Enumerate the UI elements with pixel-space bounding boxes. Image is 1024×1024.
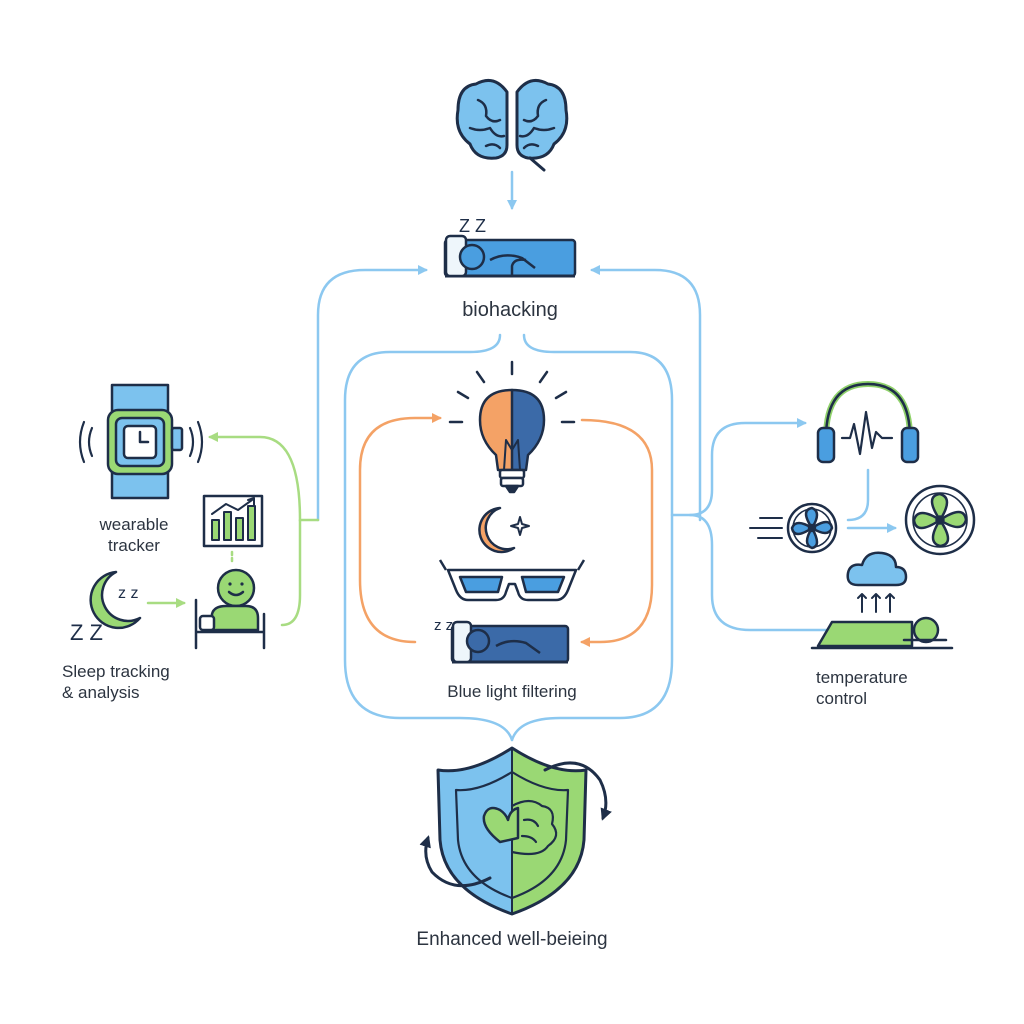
sleep-tracking-label-line1: Sleep tracking bbox=[62, 662, 170, 681]
line-to-sleep-tracking bbox=[280, 518, 302, 627]
blue-light-label: Blue light filtering bbox=[447, 682, 577, 701]
lying-person-icon bbox=[810, 616, 954, 650]
cloud-icon bbox=[846, 551, 908, 613]
fan-icon bbox=[749, 502, 838, 554]
headphones-to-fan bbox=[846, 468, 870, 522]
moon-star-icon bbox=[478, 506, 530, 554]
headphones-icon bbox=[816, 381, 920, 464]
inner-frame-right bbox=[510, 333, 674, 742]
temperature-label-line2: control bbox=[816, 689, 868, 709]
wearable-label-line1: wearable bbox=[99, 515, 169, 534]
outcome-label: Enhanced well-beieing bbox=[416, 929, 608, 950]
brain-icon bbox=[455, 78, 569, 172]
sleeping-person-icon bbox=[443, 234, 577, 278]
sleep-tracking-label: Sleep tracking & analysis bbox=[62, 661, 170, 704]
arrow-to-headphones bbox=[670, 418, 807, 517]
arrow-loop-to-bulb bbox=[358, 413, 442, 644]
heart-icon bbox=[482, 806, 520, 844]
hub-label: biohacking bbox=[462, 299, 558, 321]
person-in-bed-icon bbox=[194, 568, 266, 650]
arrow-loop-to-sleeper bbox=[580, 418, 654, 647]
arrow-to-temperature bbox=[688, 513, 840, 635]
sleep-zzz: Z Z bbox=[70, 620, 103, 645]
smartwatch-icon bbox=[78, 383, 204, 500]
connectors bbox=[146, 170, 897, 742]
bar-chart-icon bbox=[202, 494, 264, 548]
hub-zzz: Z Z bbox=[459, 216, 486, 236]
temperature-label: temperature control bbox=[816, 667, 908, 710]
cycle-arrows bbox=[419, 761, 612, 888]
temperature-label-line1: temperature bbox=[816, 668, 908, 687]
arrow-to-wearable bbox=[208, 432, 320, 522]
light-bulb-icon bbox=[448, 360, 576, 494]
arrow-left-loop-to-hub bbox=[316, 265, 428, 522]
sleep-tracking-label-line2: & analysis bbox=[62, 683, 140, 703]
crescent-moon-icon bbox=[89, 570, 142, 630]
inner-frame-left bbox=[343, 333, 514, 742]
fan-icon-large bbox=[904, 484, 976, 556]
wearable-label: wearable tracker bbox=[100, 514, 169, 557]
arrow-right-loop-to-hub bbox=[590, 265, 702, 522]
glasses-icon bbox=[438, 559, 586, 602]
wearable-label-line2: tracker bbox=[108, 536, 160, 556]
blue-light-zzz: z z bbox=[434, 617, 453, 634]
crescent-zzz: z z bbox=[118, 585, 138, 602]
inner-sleeping-person-icon bbox=[450, 620, 570, 664]
